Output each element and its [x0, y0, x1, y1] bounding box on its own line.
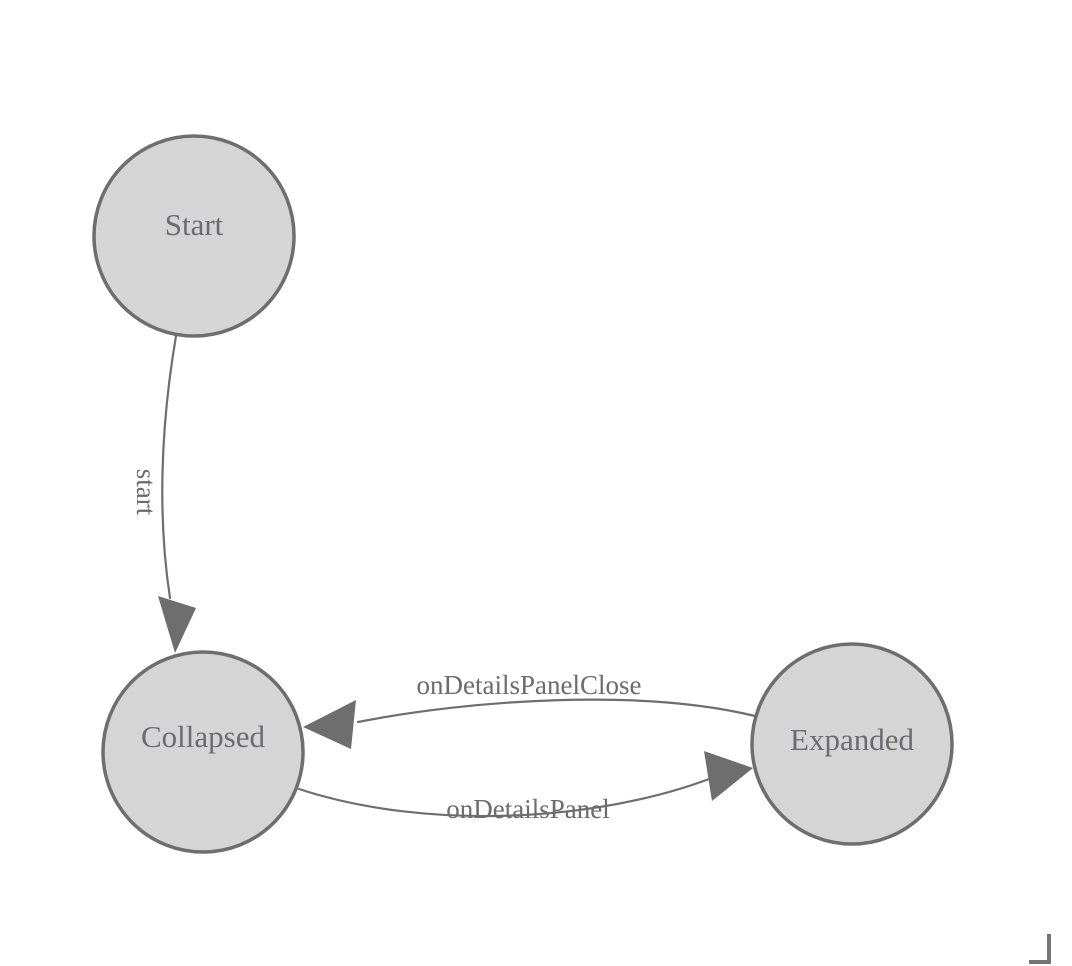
edge-start-to-collapsed[interactable] [158, 334, 196, 653]
edge-path-start-to-collapsed [161, 334, 178, 600]
edge-path-expanded-to-collapsed [356, 698, 757, 724]
node-collapsed-label: Collapsed [141, 719, 265, 754]
node-expanded-circle [750, 642, 954, 846]
node-expanded-label: Expanded [790, 722, 914, 757]
node-expanded[interactable]: Expanded [750, 642, 954, 846]
node-collapsed-circle [101, 650, 305, 854]
edge-expanded-to-collapsed[interactable] [303, 698, 757, 749]
node-start-label: Start [165, 207, 224, 242]
node-start[interactable]: Start [92, 134, 296, 338]
edge-label-on-details-panel-close: onDetailsPanelClose [417, 670, 642, 700]
arrowhead-into-collapsed-top [158, 596, 196, 653]
node-collapsed[interactable]: Collapsed [101, 650, 305, 854]
arrowhead-into-expanded [704, 751, 753, 801]
edge-collapsed-to-expanded[interactable] [297, 751, 753, 818]
corner-bracket-icon [1029, 934, 1051, 964]
edge-label-start: start [131, 469, 161, 516]
edge-path-collapsed-to-expanded [297, 777, 711, 818]
node-start-circle [92, 134, 296, 338]
edge-label-on-details-panel: onDetailsPanel [446, 794, 609, 824]
corner-resize-mark[interactable] [1029, 934, 1051, 964]
arrowhead-into-collapsed-side [303, 700, 356, 749]
